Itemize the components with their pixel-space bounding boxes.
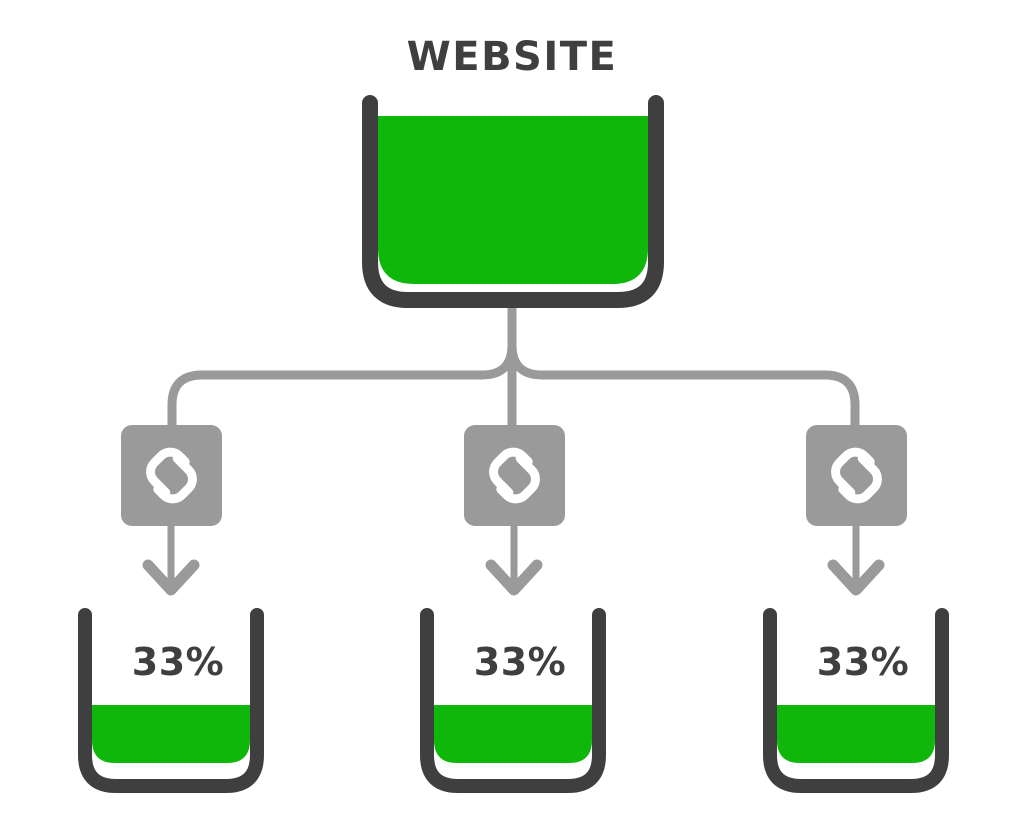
link-box-2[interactable] [464, 425, 565, 526]
arrow-down-1 [142, 526, 200, 596]
connector-branch-left [167, 344, 517, 425]
connector-tree [167, 300, 860, 425]
website-beaker-outline [362, 95, 664, 308]
target-beaker-3: 33% [763, 608, 949, 793]
target-beaker-2-outline [420, 608, 606, 793]
website-beaker-fill [378, 116, 648, 284]
link-node-1[interactable] [121, 425, 222, 526]
arrow-down-3 [827, 526, 885, 596]
target-beaker-3-fill [777, 705, 935, 763]
website-beaker [362, 95, 664, 308]
arrow-head-3 [827, 559, 885, 596]
connector-branch-right [507, 344, 860, 425]
target-beaker-1-outline [78, 608, 264, 793]
arrow-head-2 [485, 559, 543, 596]
arrow-head-1 [142, 559, 200, 596]
target-beaker-2: 33% [420, 608, 606, 793]
target-beaker-3-outline [763, 608, 949, 793]
arrow-down-2 [485, 526, 543, 596]
link-node-3[interactable] [806, 425, 907, 526]
target-beaker-1: 33% [78, 608, 264, 793]
target-beaker-2-label: 33% [474, 640, 566, 684]
target-beaker-1-label: 33% [132, 640, 224, 684]
link-box-1[interactable] [121, 425, 222, 526]
target-beaker-1-fill [92, 705, 250, 763]
target-beaker-3-label: 33% [817, 640, 909, 684]
link-node-2[interactable] [464, 425, 565, 526]
link-box-3[interactable] [806, 425, 907, 526]
page-title: WEBSITE [407, 34, 618, 80]
target-beaker-2-fill [434, 705, 592, 763]
